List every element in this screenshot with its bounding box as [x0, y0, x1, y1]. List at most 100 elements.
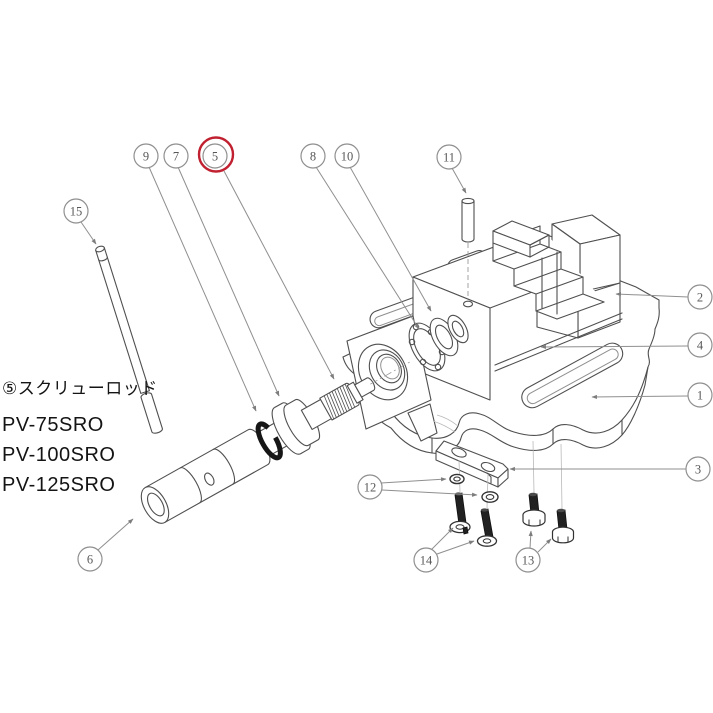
callout-4: 4 — [687, 332, 713, 358]
sleeve-bore — [146, 492, 165, 517]
bolt-head-facets-2 — [557, 536, 569, 542]
handle-rod-band — [98, 256, 108, 262]
clamp-plate — [435, 440, 509, 488]
handle-rod-knob — [140, 392, 163, 434]
spring-washer-and-nut — [449, 473, 499, 503]
leader-10 — [349, 166, 432, 312]
leader-12b — [381, 489, 478, 497]
leader-2 — [615, 292, 689, 298]
legend-model-2: PV-100SRO — [2, 444, 116, 466]
boss-rim — [368, 349, 406, 391]
callout-7-label: 7 — [173, 150, 179, 164]
pin-body — [461, 200, 475, 243]
rail-curves — [432, 414, 459, 433]
leader-14b — [436, 540, 475, 555]
handle-rod-shaft — [95, 247, 150, 394]
base-right-slot-inner — [526, 348, 619, 405]
leader-7 — [177, 166, 280, 397]
handle-rod — [95, 245, 163, 434]
callout-7: 7 — [163, 143, 189, 169]
washer-1-hole — [455, 524, 465, 530]
thread-hatching — [323, 383, 356, 420]
bracket-leg — [407, 403, 438, 442]
callout-2-label: 2 — [697, 291, 703, 305]
screw-top-2 — [480, 508, 489, 512]
jaw-cap-end — [529, 234, 550, 258]
hex-bolts — [522, 492, 575, 544]
callout-13: 13 — [515, 547, 541, 573]
sleeve-cross-hole — [204, 472, 215, 486]
base-right-slot — [521, 342, 624, 409]
plate-hole-2 — [480, 461, 496, 473]
callout-5: 5 — [197, 136, 235, 173]
callout-1-label: 1 — [697, 389, 703, 403]
callout-15-label: 15 — [70, 205, 83, 219]
callout-13-label: 13 — [522, 554, 535, 568]
callout-8-label: 8 — [310, 150, 316, 164]
callout-bubbles: 1 2 3 4 5 6 7 8 9 10 11 12 13 14 15 — [63, 136, 713, 573]
leader-15 — [80, 221, 97, 245]
bolt-head-facets-1 — [528, 519, 541, 526]
spring-washer-hole — [453, 476, 461, 482]
leader-13b — [537, 538, 552, 553]
pin-top — [461, 197, 475, 205]
callout-14: 14 — [413, 547, 439, 573]
jaw-screws — [449, 492, 498, 547]
screw-shaft-2 — [480, 508, 494, 540]
highlight-circle — [197, 136, 235, 173]
callout-15: 15 — [63, 198, 89, 224]
boss-hole-inner — [380, 356, 400, 380]
rod-axis-centerline — [370, 361, 410, 385]
base-bottom-edge — [355, 384, 646, 454]
leader-9 — [148, 166, 257, 412]
callout-1: 1 — [687, 382, 713, 408]
leader-4 — [540, 344, 689, 350]
leader-13a — [528, 530, 533, 549]
bearing-ring-hole — [434, 324, 454, 350]
callout-6: 6 — [77, 546, 103, 572]
callout-2: 2 — [687, 284, 713, 310]
callout-11-label: 11 — [443, 151, 455, 165]
legend-title: ⑤スクリューロッド — [2, 379, 158, 399]
leader-14a — [430, 527, 454, 551]
rod-tip — [354, 377, 376, 398]
base-right-edge — [617, 279, 660, 368]
callout-14-label: 14 — [420, 554, 433, 568]
stepped-jaw-plates — [492, 220, 605, 320]
callout-3: 3 — [685, 456, 711, 482]
bolt-top-1 — [529, 492, 537, 497]
jaw-gap-lines — [541, 251, 558, 315]
callout-8: 8 — [300, 143, 326, 169]
legend-model-3: PV-125SRO — [2, 474, 116, 496]
callout-10-label: 10 — [341, 150, 354, 164]
callout-6-label: 6 — [87, 553, 93, 567]
thrust-washer-hole — [451, 320, 465, 338]
screw-tip-1 — [462, 526, 469, 535]
sleeve-seams — [179, 448, 236, 504]
leader-1 — [591, 394, 689, 400]
callout-9-label: 9 — [143, 150, 149, 164]
callout-12-label: 12 — [364, 481, 377, 495]
callout-9: 9 — [133, 143, 159, 169]
plate-hole-1 — [451, 447, 467, 458]
bearing-stack — [408, 314, 469, 372]
bolt-head-side-2 — [551, 532, 575, 544]
handle-rod-tip — [95, 245, 105, 253]
washer-2-hole — [482, 538, 492, 544]
jaw-pin — [461, 197, 475, 299]
callout-5-label: 5 — [212, 150, 218, 164]
leader-8 — [315, 166, 420, 330]
screw-rod-assembly — [140, 361, 410, 524]
callout-12: 12 — [357, 474, 383, 500]
leader-6 — [97, 518, 134, 551]
legend-model-1: PV-75SRO — [2, 414, 104, 436]
pin-hole — [462, 300, 474, 308]
plate-end-face — [497, 468, 509, 488]
callout-10: 10 — [334, 143, 360, 169]
bolt-top-2 — [557, 508, 565, 513]
callout-4-label: 4 — [697, 339, 704, 353]
leader-12a — [380, 477, 447, 484]
bolt-head-side-1 — [522, 515, 546, 527]
